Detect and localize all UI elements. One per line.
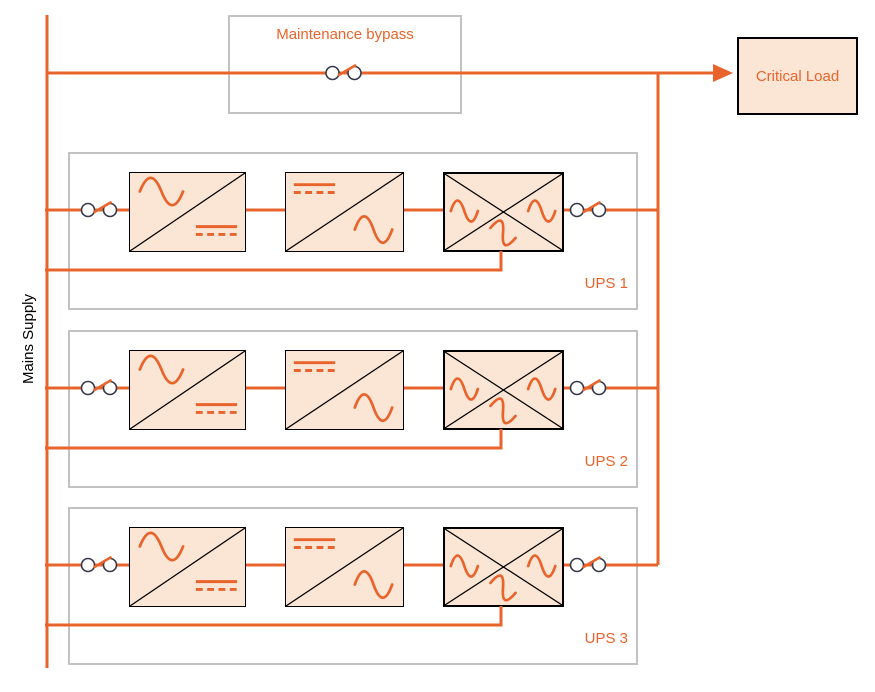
dc-solid-dashed-icon (293, 361, 336, 372)
ups-3-rectifier-box (129, 527, 246, 607)
static-switch-x-icon (445, 174, 562, 250)
ups-2-enclosure: UPS 2 (68, 330, 638, 488)
flow-arrow-icon (713, 64, 733, 82)
maintenance-bypass-box: Maintenance bypass (228, 15, 462, 114)
inverter-symbol (286, 173, 403, 251)
ups-3-label: UPS 3 (584, 630, 628, 647)
static-switch-x-icon (445, 529, 562, 605)
rectifier-symbol (130, 173, 245, 251)
ac-sine-wave-icon (138, 531, 185, 562)
ac-sine-wave-icon (526, 199, 557, 223)
mains-supply-label: Mains Supply (20, 293, 37, 385)
ups-2-inverter-box (285, 350, 404, 430)
ac-sine-wave-icon (138, 176, 185, 207)
ups-2-static-switch-box (443, 350, 564, 430)
ac-sine-wave-icon (489, 219, 517, 247)
ac-sine-wave-icon (449, 199, 480, 223)
rectifier-symbol (130, 528, 245, 606)
ups-1-rectifier-box (129, 172, 246, 252)
maintenance-bypass-label: Maintenance bypass (276, 26, 414, 43)
ups-1-label: UPS 1 (584, 275, 628, 292)
ups-3-inverter-box (285, 527, 404, 607)
ac-sine-wave-icon (353, 215, 394, 245)
rectifier-symbol (130, 351, 245, 429)
ups-3-static-switch-box (443, 527, 564, 607)
ups-2-rectifier-box (129, 350, 246, 430)
ac-sine-wave-icon (449, 377, 480, 401)
ac-sine-wave-icon (138, 354, 185, 385)
static-switch-symbol (445, 352, 562, 428)
ac-sine-wave-icon (489, 574, 517, 602)
critical-load-box: Critical Load (737, 37, 858, 115)
static-switch-x-icon (445, 352, 562, 428)
dc-solid-dashed-icon (293, 538, 336, 549)
ac-sine-wave-icon (353, 570, 394, 600)
ac-sine-wave-icon (449, 554, 480, 578)
inverter-symbol (286, 528, 403, 606)
ac-sine-wave-icon (526, 554, 557, 578)
critical-load-label: Critical Load (755, 67, 840, 85)
ac-sine-wave-icon (526, 377, 557, 401)
static-switch-symbol (445, 174, 562, 250)
dc-solid-dashed-icon (293, 183, 336, 194)
ups-3-enclosure: UPS 3 (68, 507, 638, 665)
static-switch-symbol (445, 529, 562, 605)
inverter-symbol (286, 351, 403, 429)
ups-2-label: UPS 2 (584, 453, 628, 470)
dc-solid-dashed-icon (195, 580, 238, 591)
ups-1-enclosure: UPS 1 (68, 152, 638, 310)
ups-1-static-switch-box (443, 172, 564, 252)
ac-sine-wave-icon (353, 393, 394, 423)
ups-1-inverter-box (285, 172, 404, 252)
ac-sine-wave-icon (489, 397, 517, 425)
dc-solid-dashed-icon (195, 403, 238, 414)
dc-solid-dashed-icon (195, 225, 238, 236)
